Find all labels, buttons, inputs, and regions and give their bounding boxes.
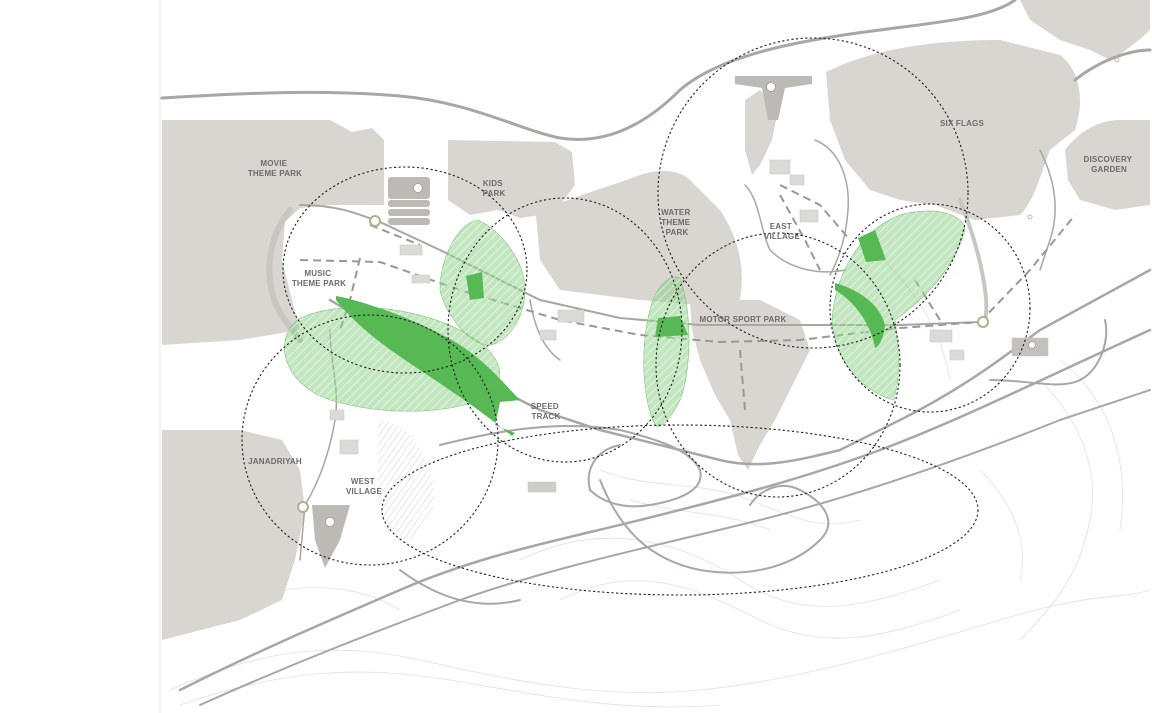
green-activity-zones — [284, 210, 966, 436]
road-network — [160, 0, 1152, 706]
label-kids-park: KIDS PARK — [483, 179, 506, 198]
label-movie-theme-park: MOVIE THEME PARK — [248, 159, 302, 178]
label-west-village: WEST VILLAGE — [346, 477, 383, 496]
green-strip-speed-track — [336, 296, 520, 436]
kids-park-parcel — [448, 140, 575, 218]
water-park-parcel — [536, 170, 742, 305]
node-marker-icon — [297, 57, 1120, 513]
parking-lot-east — [735, 76, 812, 120]
parking-icon — [325, 82, 1036, 527]
label-speed-track: SPEED TRACK — [531, 402, 562, 421]
label-music-theme-park: MUSIC THEME PARK — [292, 269, 346, 288]
land-parcels — [162, 0, 1150, 640]
label-six-flags: SIX FLAGS — [940, 119, 984, 128]
label-motor-sport-park: MOTOR SPORT PARK — [700, 315, 787, 324]
janadriyah-parcel — [162, 430, 305, 640]
parking-lot-west — [312, 505, 350, 568]
upper-right-parcel — [1020, 0, 1150, 60]
label-discovery-garden: DISCOVERY GARDEN — [1084, 155, 1135, 174]
six-flags-parcel — [826, 40, 1080, 220]
movie-theme-park-parcel — [162, 120, 384, 345]
label-water-theme-park: WATER THEME PARK — [661, 208, 693, 237]
parking-areas — [312, 76, 812, 568]
catchment-rings — [241, 37, 1031, 596]
parking-lot-kids — [388, 177, 430, 199]
west-village-hatch — [378, 420, 434, 540]
topographic-contours — [169, 239, 1151, 708]
label-janadriyah: JANADRIYAH — [248, 457, 302, 466]
discovery-garden-parcel — [1065, 120, 1150, 210]
label-east-village: EAST VILLAGE — [764, 222, 801, 241]
zone-labels: MOVIE THEME PARK KIDS PARK MUSIC THEME P… — [248, 119, 1135, 496]
